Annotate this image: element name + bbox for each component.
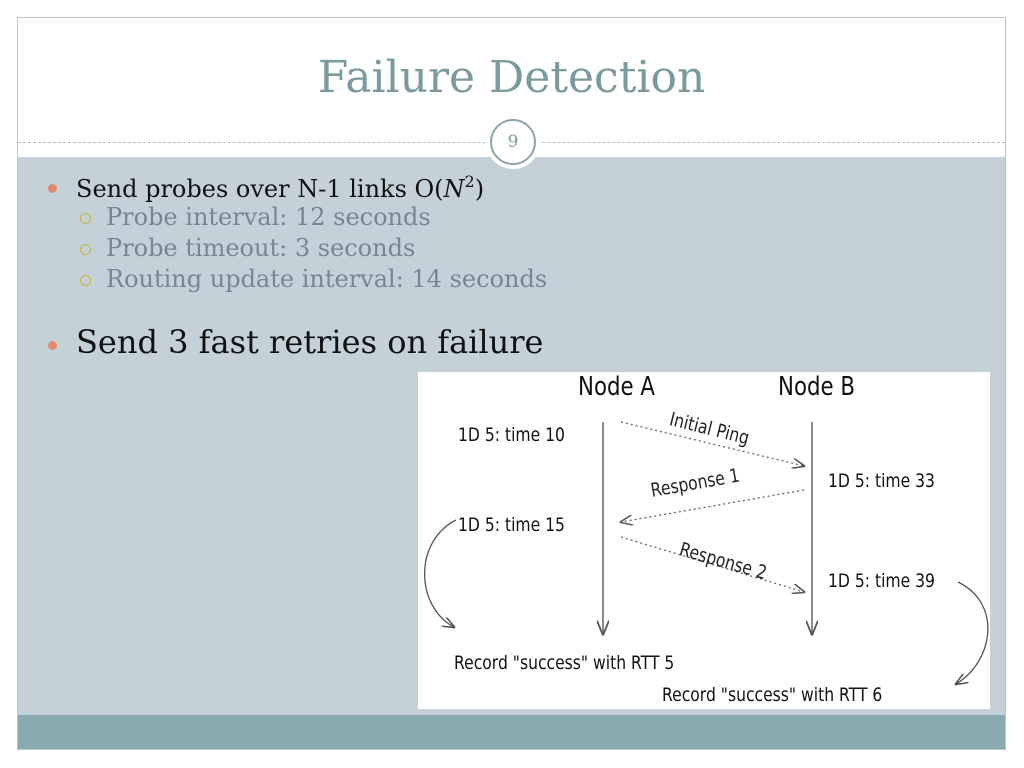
sub-bullet-ring-icon <box>80 275 91 286</box>
slide-title: Failure Detection <box>317 52 706 103</box>
bullet-1-text: Send probes over N-1 links O( <box>76 175 444 203</box>
sub-bullet-ring-icon <box>80 244 91 255</box>
event-a-1: 1D 5: time 10 <box>458 424 565 446</box>
record-arrow-a <box>424 519 456 627</box>
slide-number: 9 <box>490 119 536 165</box>
node-a-label: Node A <box>578 372 656 402</box>
sub-bullet-text: Routing update interval: 14 seconds <box>106 265 548 293</box>
response-2-arrow <box>620 536 804 592</box>
math-exponent: 2 <box>464 172 475 191</box>
diagram-lines <box>424 421 989 709</box>
result-a: Record "success" with RTT 5 <box>454 652 675 674</box>
node-b-label: Node B <box>778 372 856 402</box>
event-b-2: 1D 5: time 39 <box>828 570 935 592</box>
math-variable: N <box>443 175 465 203</box>
initial-ping-arrow <box>620 421 804 466</box>
result-b: Record "success" with RTT 6 <box>662 684 883 706</box>
math-close: ) <box>474 175 485 203</box>
response-1-arrow <box>621 489 805 522</box>
footer-bar <box>18 715 1005 749</box>
bullet-2-text: Send 3 fast retries on failure <box>76 323 544 361</box>
bullet-dot-icon <box>48 184 57 193</box>
sub-bullet-text: Probe interval: 12 seconds <box>106 203 431 231</box>
bullet-dot-icon <box>48 341 57 350</box>
sub-bullet-text: Probe timeout: 3 seconds <box>106 234 416 262</box>
record-arrow-b <box>956 581 989 684</box>
event-b-1: 1D 5: time 33 <box>828 470 935 492</box>
sub-bullet-ring-icon <box>80 213 91 224</box>
event-a-2: 1D 5: time 15 <box>458 514 565 536</box>
ping-sequence-diagram: Node A Node B 1D 5: time 10 1D 5: time 1… <box>418 372 990 709</box>
